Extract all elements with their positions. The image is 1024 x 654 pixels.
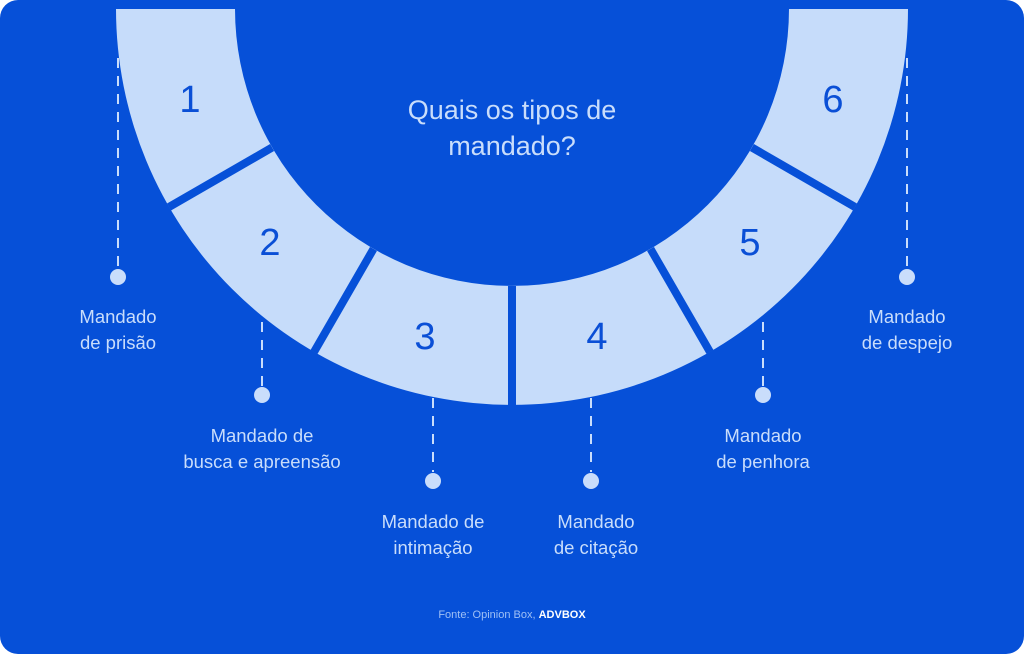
segment-number-2: 2 <box>259 222 281 264</box>
title-line-2: mandado? <box>448 131 576 161</box>
dot-5 <box>755 387 771 403</box>
label-3-line-2: intimação <box>393 537 473 558</box>
label-1-line-1: Mandado <box>79 306 157 327</box>
label-6: Mandado de despejo <box>797 304 1017 356</box>
label-2-line-2: busca e apreensão <box>183 451 341 472</box>
label-1-line-2: de prisão <box>79 332 157 353</box>
half-ring-fill <box>116 9 908 405</box>
label-2: Mandado de busca e apreensão <box>152 423 372 475</box>
dot-3 <box>425 473 441 489</box>
source-note: Fonte: Opinion Box, ADVBOX <box>0 609 1024 621</box>
segment-dividers <box>167 144 857 405</box>
label-3: Mandado de intimação <box>323 509 543 561</box>
label-4-line-1: Mandado <box>557 511 635 532</box>
label-6-line-1: Mandado <box>868 306 946 327</box>
diagram-title: Quais os tipos de mandado? <box>362 92 662 164</box>
segment-number-5: 5 <box>739 222 761 264</box>
segment-number-4: 4 <box>586 316 608 358</box>
label-4: Mandado de citação <box>486 509 706 561</box>
segment-number-1: 1 <box>179 79 201 121</box>
label-3-line-1: Mandado de <box>381 511 485 532</box>
source-brand: ADVBOX <box>538 609 586 621</box>
dot-4 <box>583 473 599 489</box>
segment-number-6: 6 <box>822 79 844 121</box>
label-5-line-1: Mandado <box>724 425 802 446</box>
label-1: Mandado de prisão <box>8 304 228 356</box>
label-2-line-1: Mandado de <box>210 425 314 446</box>
label-5-line-2: de penhora <box>716 451 810 472</box>
dot-2 <box>254 387 270 403</box>
label-4-line-2: de citação <box>553 537 639 558</box>
segment-number-3: 3 <box>414 316 436 358</box>
source-prefix: Fonte: Opinion Box, <box>438 609 536 621</box>
connector-lines <box>117 58 908 472</box>
dot-1 <box>110 269 126 285</box>
dot-6 <box>899 269 915 285</box>
label-6-line-2: de despejo <box>861 332 953 353</box>
connector-dots <box>110 269 915 489</box>
label-5: Mandado de penhora <box>653 423 873 475</box>
title-line-1: Quais os tipos de <box>407 95 617 125</box>
